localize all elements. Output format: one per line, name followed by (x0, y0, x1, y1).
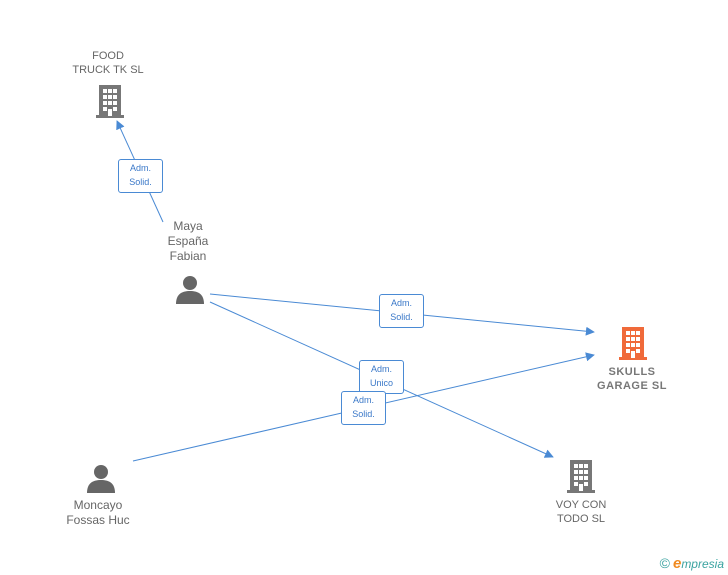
building-icon[interactable] (565, 458, 597, 494)
skulls-garage-label[interactable]: SKULLS GARAGE SL (582, 365, 682, 393)
food-truck-label[interactable]: FOOD TRUCK TK SL (58, 49, 158, 77)
edge-label-line: Unico (369, 378, 393, 388)
food-truck-label-line-1: FOOD (92, 50, 124, 62)
skulls-garage-label-line-1: SKULLS (608, 366, 656, 378)
food-truck-label-line-2: TRUCK TK SL (72, 64, 144, 76)
skulls-garage-label-line-2: GARAGE SL (597, 380, 667, 392)
building-icon[interactable] (94, 83, 126, 119)
edge-label-maya-skulls[interactable]: Adm. Solid. (379, 294, 424, 328)
maya-label-line-1: Maya (173, 219, 203, 233)
person-icon[interactable] (86, 463, 116, 493)
person-icon[interactable] (175, 274, 205, 304)
edge-label-line: Adm. (370, 364, 392, 374)
edge-label-line: Solid. (390, 312, 413, 322)
edge-label-line: Adm. (352, 395, 374, 405)
brand-name: mpresia (681, 557, 724, 571)
edge-label-line: Solid. (129, 177, 152, 187)
edge-label-line: Adm. (129, 163, 151, 173)
brand-initial: e (672, 555, 682, 572)
maya-label-line-3: Fabian (169, 249, 207, 263)
building-icon[interactable] (617, 325, 649, 361)
moncayo-fossas-huc-label[interactable]: Moncayo Fossas Huc (48, 498, 148, 528)
edge-label-moncayo-skulls[interactable]: Adm. Solid. (341, 391, 386, 425)
moncayo-label-line-1: Moncayo (73, 498, 123, 512)
maya-label-line-2: España (167, 234, 209, 248)
voy-con-todo-label[interactable]: VOY CON TODO SL (531, 498, 631, 526)
voy-con-todo-label-line-1: VOY CON (555, 499, 607, 511)
edge-label-maya-voy-con-todo[interactable]: Adm. Unico (359, 360, 404, 394)
maya-espana-fabian-label[interactable]: Maya España Fabian (138, 219, 238, 264)
edge-label-maya-food-truck[interactable]: Adm. Solid. (118, 159, 163, 193)
copyright-symbol: © (659, 555, 670, 571)
moncayo-label-line-2: Fossas Huc (66, 513, 130, 527)
voy-con-todo-label-line-2: TODO SL (556, 513, 606, 525)
edge-label-line: Adm. (390, 298, 412, 308)
empresia-logo[interactable]: ©empresia (660, 555, 724, 572)
edge-label-line: Solid. (352, 409, 375, 419)
